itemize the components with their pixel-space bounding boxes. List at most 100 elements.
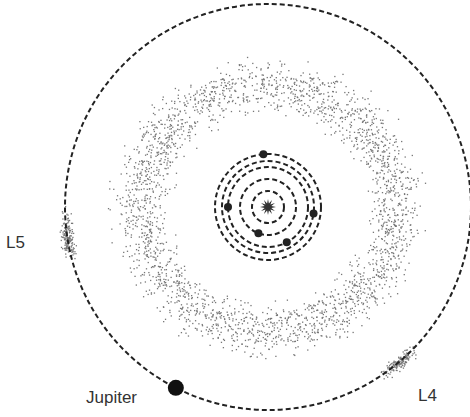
asteroid [287,319,288,320]
asteroid [425,183,426,184]
asteroid [395,141,396,142]
asteroid [184,270,185,271]
asteroid [192,297,193,298]
asteroid [425,230,426,231]
asteroid [142,140,143,141]
asteroid [246,99,247,100]
asteroid [213,309,214,310]
asteroid [347,325,348,326]
asteroid [394,194,395,195]
asteroid [209,345,210,346]
asteroid [377,150,378,151]
asteroid [417,178,418,179]
asteroid [223,301,224,302]
asteroid [128,217,129,218]
asteroid [363,292,364,293]
asteroid [372,218,373,219]
asteroid [387,232,388,233]
asteroid [166,103,167,104]
asteroid [386,264,387,265]
asteroid [155,156,156,157]
asteroid [159,184,160,185]
asteroid [299,334,300,335]
asteroid [150,252,151,253]
asteroid [310,85,311,86]
asteroid [161,191,162,192]
asteroid [338,103,339,104]
asteroid [396,247,397,248]
asteroid [146,167,147,168]
asteroid [170,162,171,163]
asteroid [198,323,199,324]
asteroid [156,226,157,227]
asteroid [287,300,288,301]
asteroid [122,197,123,198]
asteroid [351,99,352,100]
asteroid [224,98,225,99]
asteroid [376,173,377,174]
asteroid [167,173,168,174]
asteroid [345,117,346,118]
asteroid [283,85,284,86]
asteroid [148,222,149,223]
asteroid [212,100,213,101]
asteroid [147,294,148,295]
asteroid [149,198,150,199]
asteroid [211,81,212,82]
asteroid [372,259,373,260]
asteroid [317,114,318,115]
asteroid [357,272,358,273]
asteroid [398,225,399,226]
asteroid [149,149,150,150]
asteroid [255,76,256,77]
asteroid [375,160,376,161]
asteroid [279,84,280,85]
asteroid [333,82,334,83]
asteroid [412,155,413,156]
asteroid [391,231,392,232]
asteroid [325,134,326,135]
asteroid [184,317,185,318]
asteroid [387,171,388,172]
asteroid [156,240,157,241]
asteroid [296,313,297,314]
asteroid [323,93,324,94]
asteroid [397,146,398,147]
asteroid [371,119,372,120]
asteroid [407,171,408,172]
asteroid [350,127,351,128]
asteroid [347,321,348,322]
asteroid [241,78,242,79]
asteroid [351,110,352,111]
asteroid [169,135,170,136]
asteroid [138,202,139,203]
asteroid [186,321,187,322]
asteroid [382,158,383,159]
asteroid [279,320,280,321]
asteroid [167,167,168,168]
asteroid [369,288,370,289]
asteroid [175,269,176,270]
asteroid [399,229,400,230]
asteroid [334,76,335,77]
asteroid [393,255,394,256]
asteroid [131,272,132,273]
asteroid [373,246,374,247]
asteroid [396,158,397,159]
asteroid [389,153,390,154]
asteroid [376,250,377,251]
asteroid [197,109,198,110]
asteroid [138,215,139,216]
asteroid [181,268,182,269]
asteroid [158,169,159,170]
asteroid [299,111,300,112]
asteroid [147,226,148,227]
asteroid [281,322,282,323]
asteroid [339,131,340,132]
asteroid [219,313,220,314]
asteroid [318,77,319,78]
asteroid [375,142,376,143]
asteroid [349,135,350,136]
asteroid [144,258,145,259]
asteroid [392,268,393,269]
